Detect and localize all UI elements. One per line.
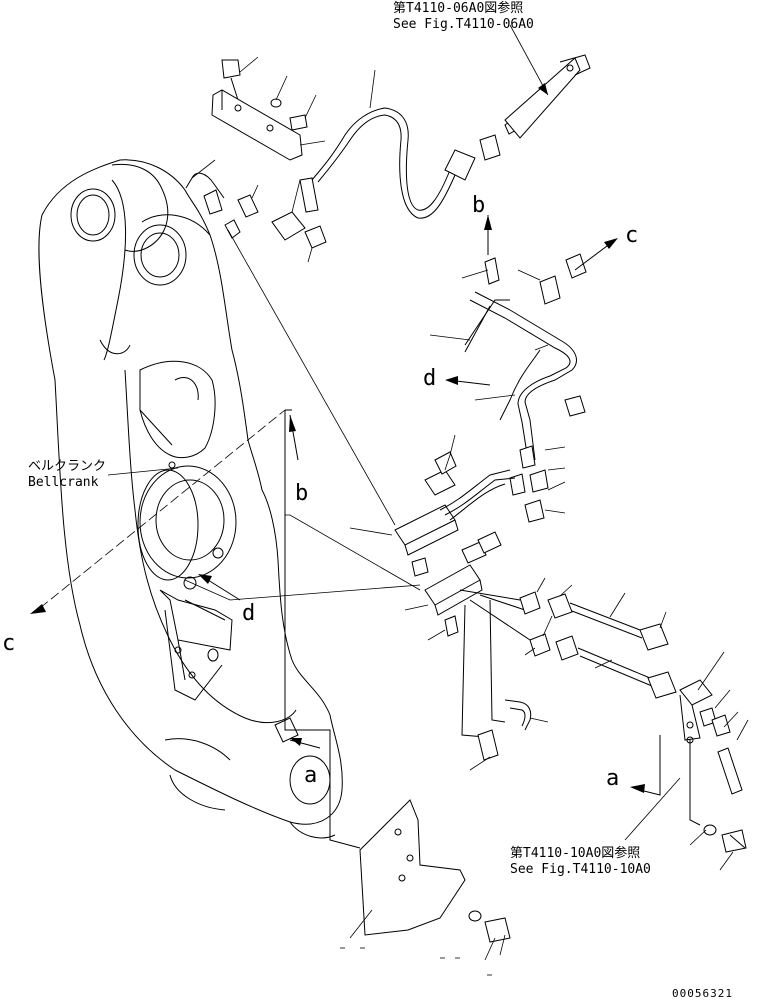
label-d-mid: d xyxy=(423,366,436,391)
reference-top-jp: 第T4110-06A0図参照 xyxy=(393,0,523,16)
label-d-arm: d xyxy=(242,601,255,626)
central-tubes xyxy=(429,253,587,523)
label-b-arm: b xyxy=(295,481,308,506)
top-left-parts xyxy=(185,56,327,263)
reference-bottom-jp: 第T4110-10A0図参照 xyxy=(510,845,640,861)
reference-bottom: 第T4110-10A0図参照 See Fig.T4110-10A0 xyxy=(510,845,651,877)
label-a-right: a xyxy=(606,766,619,791)
label-c-left: c xyxy=(2,631,15,656)
bellcrank-label: ベルクランク Bellcrank xyxy=(28,459,106,490)
bellcrank-bracket xyxy=(159,589,233,701)
right-side-hoses xyxy=(469,577,749,871)
top-hose xyxy=(311,69,517,219)
top-reference-bracket xyxy=(504,24,591,139)
bellcrank-label-jp: ベルクランク xyxy=(28,459,106,474)
drawing-number: 00056321 xyxy=(672,987,733,1000)
bellcrank-label-en: Bellcrank xyxy=(28,475,99,490)
reference-top-en: See Fig.T4110-06A0 xyxy=(393,17,534,32)
reference-top: 第T4110-06A0図参照 See Fig.T4110-06A0 xyxy=(393,0,534,32)
label-c-right: c xyxy=(625,223,638,248)
label-a-arm: a xyxy=(304,763,317,788)
valve-blocks xyxy=(349,434,531,738)
label-b-top: b xyxy=(472,193,485,218)
bellcrank-body xyxy=(38,159,343,839)
reference-bottom-en: See Fig.T4110-10A0 xyxy=(510,862,651,877)
direction-arrows xyxy=(30,215,681,849)
direction-labels: b c d b c d a a xyxy=(2,193,638,791)
bottom-cover-plate xyxy=(274,717,511,976)
